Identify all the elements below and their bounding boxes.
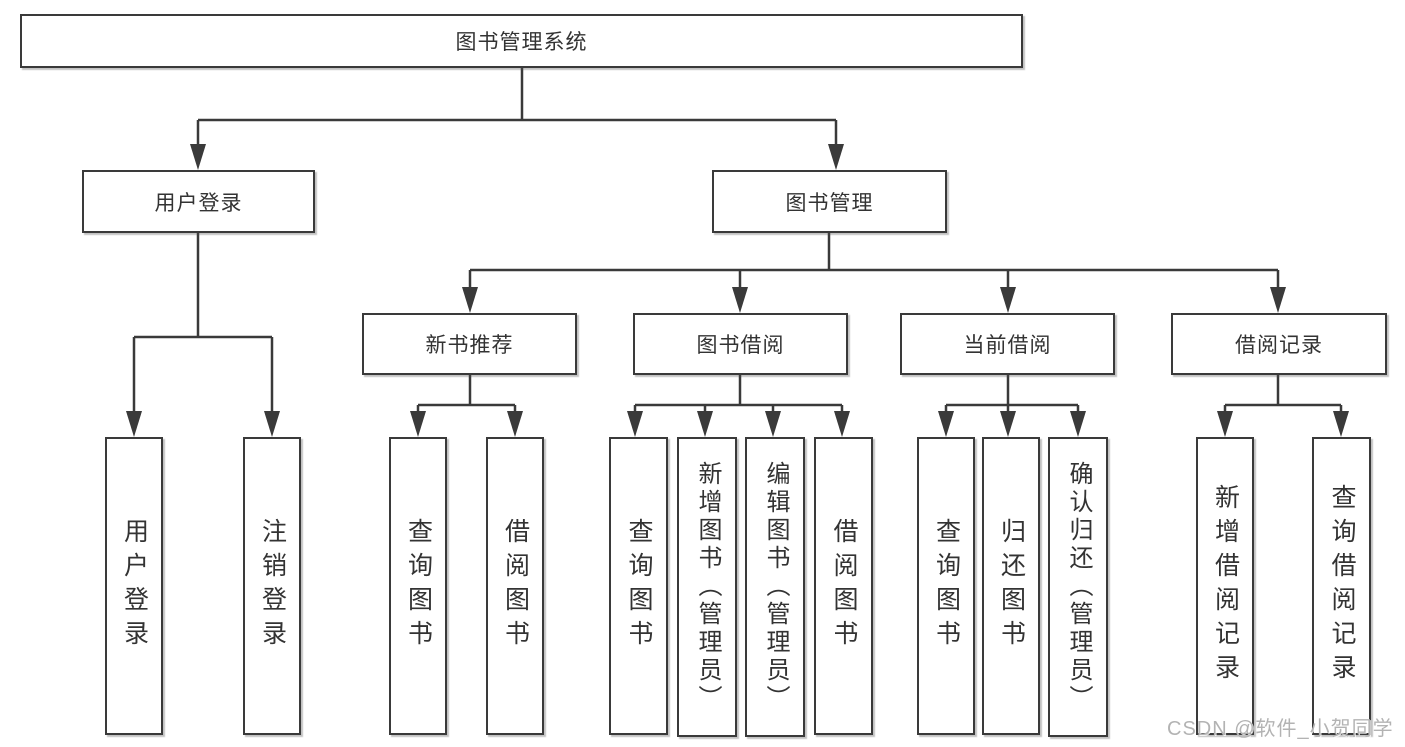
arrow-down-icon	[765, 411, 781, 437]
connector-path	[132, 68, 1343, 413]
node-borrowing-records: 借阅记录	[1171, 313, 1387, 375]
arrow-down-icon	[732, 287, 748, 313]
leaf-query-books-borrow: 查询图书	[609, 437, 668, 735]
node-label: 查询借阅记录	[1328, 484, 1356, 688]
node-label: 新增图书（管理员）	[694, 461, 721, 713]
arrow-down-icon	[1333, 411, 1349, 437]
leaf-confirm-return-admin: 确认归还（管理员）	[1048, 437, 1108, 737]
leaf-add-borrowing-record: 新增借阅记录	[1196, 437, 1254, 735]
node-book-borrowing: 图书借阅	[633, 313, 848, 375]
node-label: 注销登录	[258, 518, 287, 654]
node-label: 查询图书	[932, 518, 961, 654]
arrow-down-icon	[627, 411, 643, 437]
node-label: 确认归还（管理员）	[1065, 461, 1092, 713]
node-library-management-system: 图书管理系统	[20, 14, 1023, 68]
csdn-watermark: CSDN @软件_小贺同学	[1167, 718, 1394, 740]
leaf-borrow-books: 借阅图书	[814, 437, 873, 735]
node-label: 新增借阅记录	[1211, 484, 1240, 688]
arrow-down-icon	[1000, 411, 1016, 437]
node-label: 新书推荐	[425, 334, 514, 357]
leaf-query-books-recommend: 查询图书	[389, 437, 447, 735]
leaf-query-books-current: 查询图书	[917, 437, 975, 735]
node-book-management: 图书管理	[712, 170, 947, 233]
arrow-down-icon	[828, 144, 844, 170]
node-label: 借阅记录	[1235, 334, 1323, 357]
node-current-borrowing: 当前借阅	[900, 313, 1115, 375]
leaf-user-login: 用户登录	[105, 437, 163, 735]
node-label: 图书管理	[785, 191, 874, 215]
node-label: 用户登录	[154, 191, 243, 215]
node-label: 借阅图书	[830, 518, 858, 654]
leaf-edit-books-admin: 编辑图书（管理员）	[745, 437, 805, 737]
node-label: 当前借阅	[963, 334, 1052, 357]
node-label: 用户登录	[120, 518, 149, 654]
leaf-borrow-books-recommend: 借阅图书	[486, 437, 544, 735]
arrow-down-icon	[1270, 287, 1286, 313]
arrow-down-icon	[834, 411, 850, 437]
node-label: 归还图书	[997, 518, 1026, 654]
arrow-down-icon	[938, 411, 954, 437]
node-label: 查询图书	[404, 518, 433, 654]
arrow-down-icon	[126, 411, 142, 437]
node-label: 查询图书	[625, 518, 653, 654]
leaf-add-books-admin: 新增图书（管理员）	[677, 437, 737, 737]
arrow-down-icon	[462, 287, 478, 313]
arrow-down-icon	[1217, 411, 1233, 437]
arrow-down-icon	[1070, 411, 1086, 437]
node-label: 编辑图书（管理员）	[762, 461, 789, 713]
node-new-book-recommendation: 新书推荐	[362, 313, 577, 375]
arrow-down-icon	[264, 411, 280, 437]
node-label: 图书借阅	[696, 334, 785, 357]
node-label: 借阅图书	[501, 518, 530, 654]
leaf-logout-login: 注销登录	[243, 437, 301, 735]
leaf-return-books: 归还图书	[982, 437, 1040, 735]
node-label: 图书管理系统	[455, 31, 588, 54]
arrow-down-icon	[410, 411, 426, 437]
node-user-login: 用户登录	[82, 170, 315, 233]
arrow-down-icon	[1000, 287, 1016, 313]
arrow-down-icon	[190, 144, 206, 170]
arrow-down-icon	[697, 411, 713, 437]
arrow-down-icon	[507, 411, 523, 437]
leaf-query-borrowing-record: 查询借阅记录	[1312, 437, 1371, 735]
